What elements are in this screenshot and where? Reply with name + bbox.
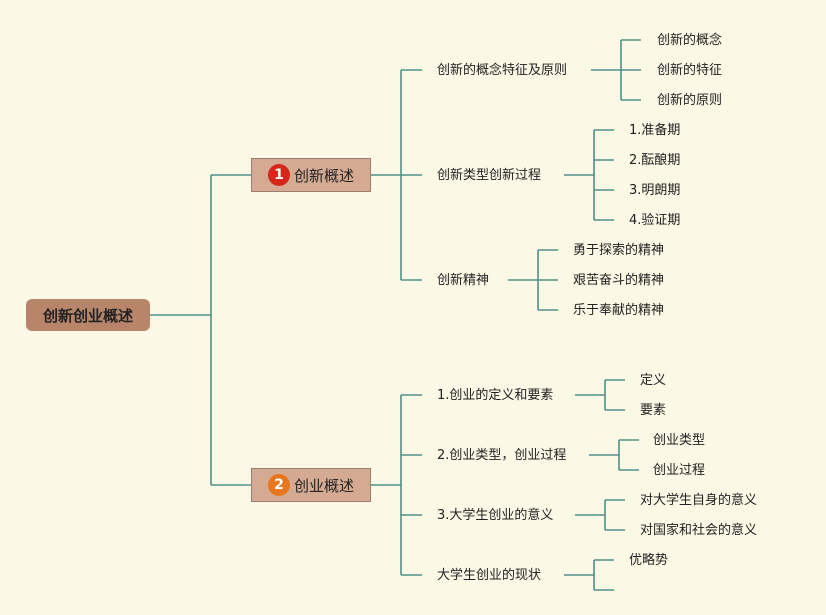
branch-node-innovation[interactable]: 1 创新概述 [251,158,371,192]
connector-line [150,174,251,486]
connector-line [575,499,625,531]
leaf-item[interactable]: 要素 [640,403,667,418]
leaf-item[interactable]: 优略势 [629,553,669,568]
topic-concept-features[interactable]: 创新的概念特征及原则 [437,63,568,78]
number-badge-2: 2 [267,474,290,496]
leaf-item[interactable]: 4.验证期 [629,213,681,228]
connector-line [371,394,422,576]
branch-label: 创新概述 [293,166,354,185]
leaf-item[interactable]: 创业类型 [653,433,706,448]
connector-line [575,379,625,411]
connector-line [591,39,641,101]
leaf-item[interactable]: 艰苦奋斗的精神 [573,273,665,288]
connector-line [564,129,614,221]
root-node[interactable]: 创新创业概述 [26,299,150,331]
leaf-item[interactable]: 创业过程 [653,463,706,478]
connector-line [564,559,614,591]
leaf-item[interactable]: 创新的原则 [657,93,723,108]
leaf-item[interactable]: 3.明朗期 [629,183,681,198]
leaf-item[interactable]: 创新的概念 [657,33,723,48]
branch-node-entrepreneurship[interactable]: 2 创业概述 [251,468,371,502]
connector-line [508,249,558,311]
topic-innovation-spirit[interactable]: 创新精神 [437,273,490,288]
leaf-item[interactable]: 1.准备期 [629,123,681,138]
number-badge-1: 1 [267,164,290,186]
leaf-item[interactable]: 对大学生自身的意义 [640,493,758,508]
topic-current-status[interactable]: 大学生创业的现状 [437,568,542,583]
leaf-item[interactable]: 2.酝酿期 [629,153,681,168]
leaf-item[interactable]: 对国家和社会的意义 [640,523,758,538]
connector-line [589,439,639,471]
topic-definition-elements[interactable]: 1.创业的定义和要素 [437,388,554,403]
topic-types-process-2[interactable]: 2.创业类型，创业过程 [437,448,567,463]
leaf-item[interactable]: 勇于探索的精神 [573,243,665,258]
topic-types-process[interactable]: 创新类型创新过程 [437,168,542,183]
branch-label: 创业概述 [293,476,354,495]
leaf-item[interactable]: 创新的特征 [657,63,723,78]
leaf-item[interactable]: 乐于奉献的精神 [573,303,665,318]
topic-significance[interactable]: 3.大学生创业的意义 [437,508,554,523]
connector-line [371,69,422,281]
leaf-item[interactable]: 定义 [640,373,667,388]
